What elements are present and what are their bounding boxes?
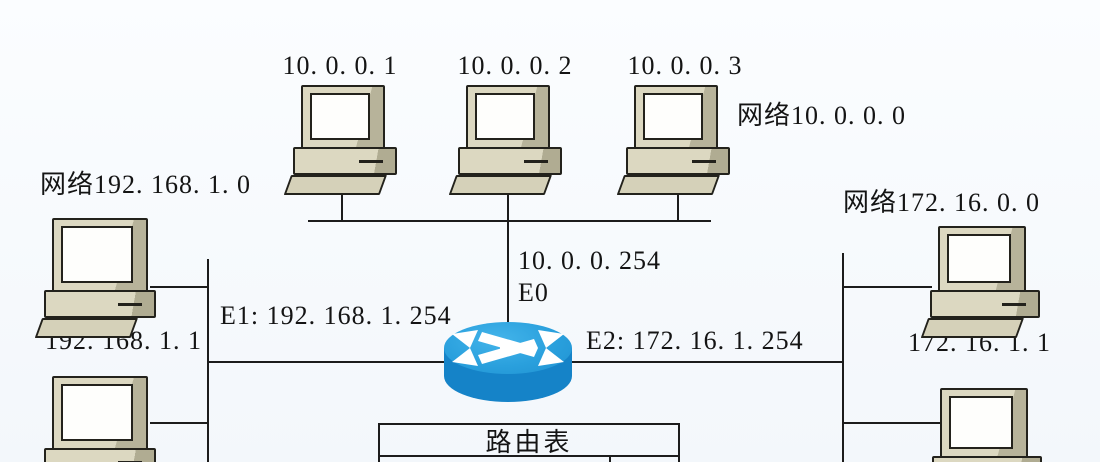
left-host1-connector — [150, 286, 208, 288]
monitor-icon — [938, 226, 1026, 292]
e0-link-line — [507, 222, 509, 324]
router-e2-label: E2: 172. 16. 1. 254 — [586, 326, 804, 355]
host3-drop-line — [677, 194, 679, 221]
right-host2-connector — [844, 422, 942, 424]
screen — [643, 93, 703, 140]
monitor-icon — [52, 218, 148, 292]
computer-icon-host-10001 — [283, 85, 397, 195]
host-ip-label-10002: 10. 0. 0. 2 — [457, 51, 573, 80]
left-bus-line — [207, 259, 209, 462]
computer-icon-host-1721611 — [920, 226, 1040, 338]
right-host1-connector — [844, 286, 932, 288]
screen — [310, 93, 370, 140]
keyboard-icon — [616, 175, 720, 195]
disk-slot — [118, 303, 142, 306]
monitor-icon — [52, 376, 148, 450]
left-host2-connector — [150, 422, 208, 424]
routing-table-title: 路由表 — [380, 425, 678, 457]
system-unit — [44, 448, 156, 462]
host1-drop-line — [341, 194, 343, 221]
disk-slot — [1002, 303, 1026, 306]
system-unit — [930, 290, 1040, 318]
screen — [949, 396, 1013, 449]
routing-table-box: 路由表 — [378, 423, 680, 462]
computer-icon-left-host-2 — [44, 376, 156, 462]
computer-icon-host-10003 — [616, 85, 730, 195]
disk-slot — [359, 160, 383, 163]
system-unit — [626, 147, 730, 175]
e1-link-line — [208, 361, 446, 363]
host-ip-label-10003: 10. 0. 0. 3 — [627, 51, 743, 80]
screen — [475, 93, 535, 140]
computer-icon-right-host-2 — [932, 388, 1042, 462]
system-unit — [44, 290, 156, 318]
monitor-icon — [466, 85, 550, 149]
right-bus-line — [842, 253, 844, 462]
screen — [61, 226, 133, 283]
router-e0-name-label: E0 — [518, 278, 549, 307]
keyboard-icon — [34, 318, 138, 338]
top-bus-line — [308, 220, 711, 222]
network-label-19216810: 网络192. 168. 1. 0 — [40, 170, 252, 199]
router-arrows-icon — [452, 330, 564, 366]
computer-icon-host-10002 — [448, 85, 562, 195]
screen — [61, 384, 133, 441]
router-e1-label: E1: 192. 168. 1. 254 — [220, 301, 452, 330]
system-unit — [458, 147, 562, 175]
network-label-1721600: 网络172. 16. 0. 0 — [843, 188, 1041, 217]
monitor-icon — [940, 388, 1028, 458]
keyboard-icon — [283, 175, 387, 195]
system-unit — [293, 147, 397, 175]
router-icon — [444, 322, 572, 404]
router-e0-ip-label: 10. 0. 0. 254 — [518, 246, 661, 275]
host-ip-label-10001: 10. 0. 0. 1 — [282, 51, 398, 80]
host2-drop-line — [507, 194, 509, 221]
computer-icon-host-19216811 — [34, 218, 156, 338]
network-label-10000: 网络10. 0. 0. 0 — [737, 101, 907, 130]
monitor-icon — [301, 85, 385, 149]
e2-link-line — [570, 361, 844, 363]
system-unit — [932, 456, 1042, 462]
screen — [947, 234, 1011, 283]
disk-slot — [692, 160, 716, 163]
keyboard-icon — [920, 318, 1024, 338]
routing-table-column-divider — [609, 457, 611, 462]
disk-slot — [524, 160, 548, 163]
keyboard-icon — [448, 175, 552, 195]
monitor-icon — [634, 85, 718, 149]
